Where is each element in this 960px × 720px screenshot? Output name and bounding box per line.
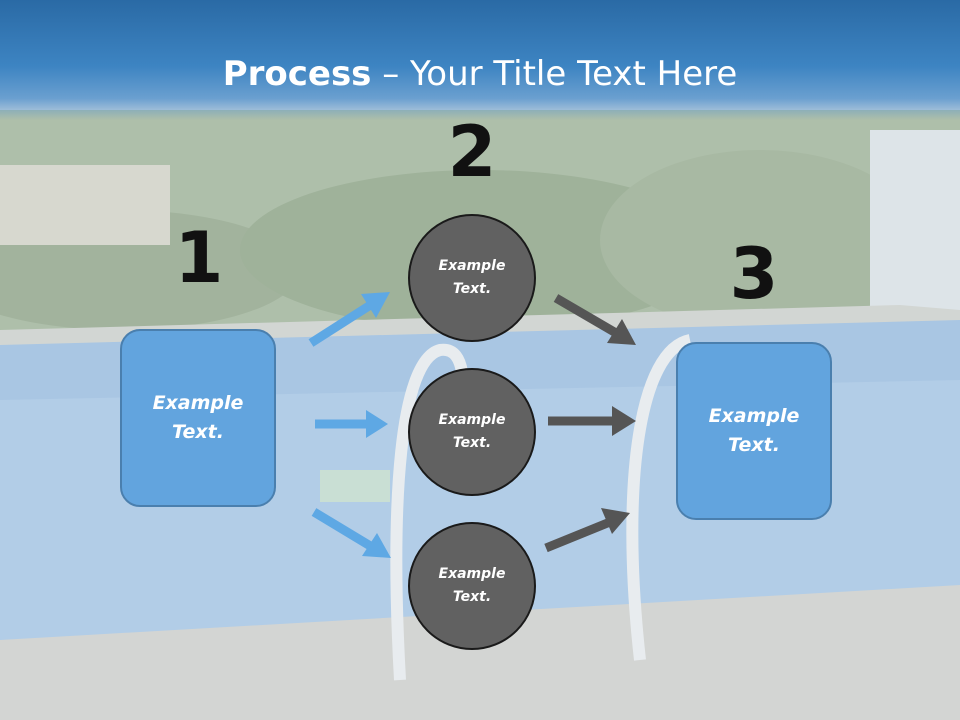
arrow-1-to-bottom	[311, 508, 391, 558]
step-2-circle-bottom-text: Example Text.	[438, 566, 506, 605]
arrow-1-to-top	[308, 292, 390, 347]
step-2-circle-bottom[interactable]: Example Text.	[408, 522, 536, 650]
title-bold: Process	[222, 54, 372, 94]
step-number-2: 2	[447, 111, 497, 193]
step-2-circle-top-text: Example Text.	[438, 258, 506, 297]
arrow-top-to-3	[553, 294, 636, 345]
step-1-box[interactable]: Example Text.	[120, 329, 276, 507]
step-1-text: Example Text.	[152, 392, 244, 443]
title-rest: – Your Title Text Here	[371, 54, 738, 94]
header-band	[0, 0, 960, 120]
step-number-3: 3	[729, 233, 779, 315]
step-3-box[interactable]: Example Text.	[676, 342, 832, 520]
step-3-text: Example Text.	[708, 405, 800, 456]
step-2-circle-top[interactable]: Example Text.	[408, 214, 536, 342]
step-2-circle-middle-text: Example Text.	[438, 412, 506, 451]
step-number-1: 1	[174, 217, 224, 299]
arrow-1-to-middle	[315, 410, 388, 438]
slide-title: Process – Your Title Text Here	[0, 52, 960, 96]
arrow-middle-to-3	[548, 406, 636, 436]
step-2-circle-middle[interactable]: Example Text.	[408, 368, 536, 496]
arrow-bottom-to-3	[544, 508, 630, 553]
